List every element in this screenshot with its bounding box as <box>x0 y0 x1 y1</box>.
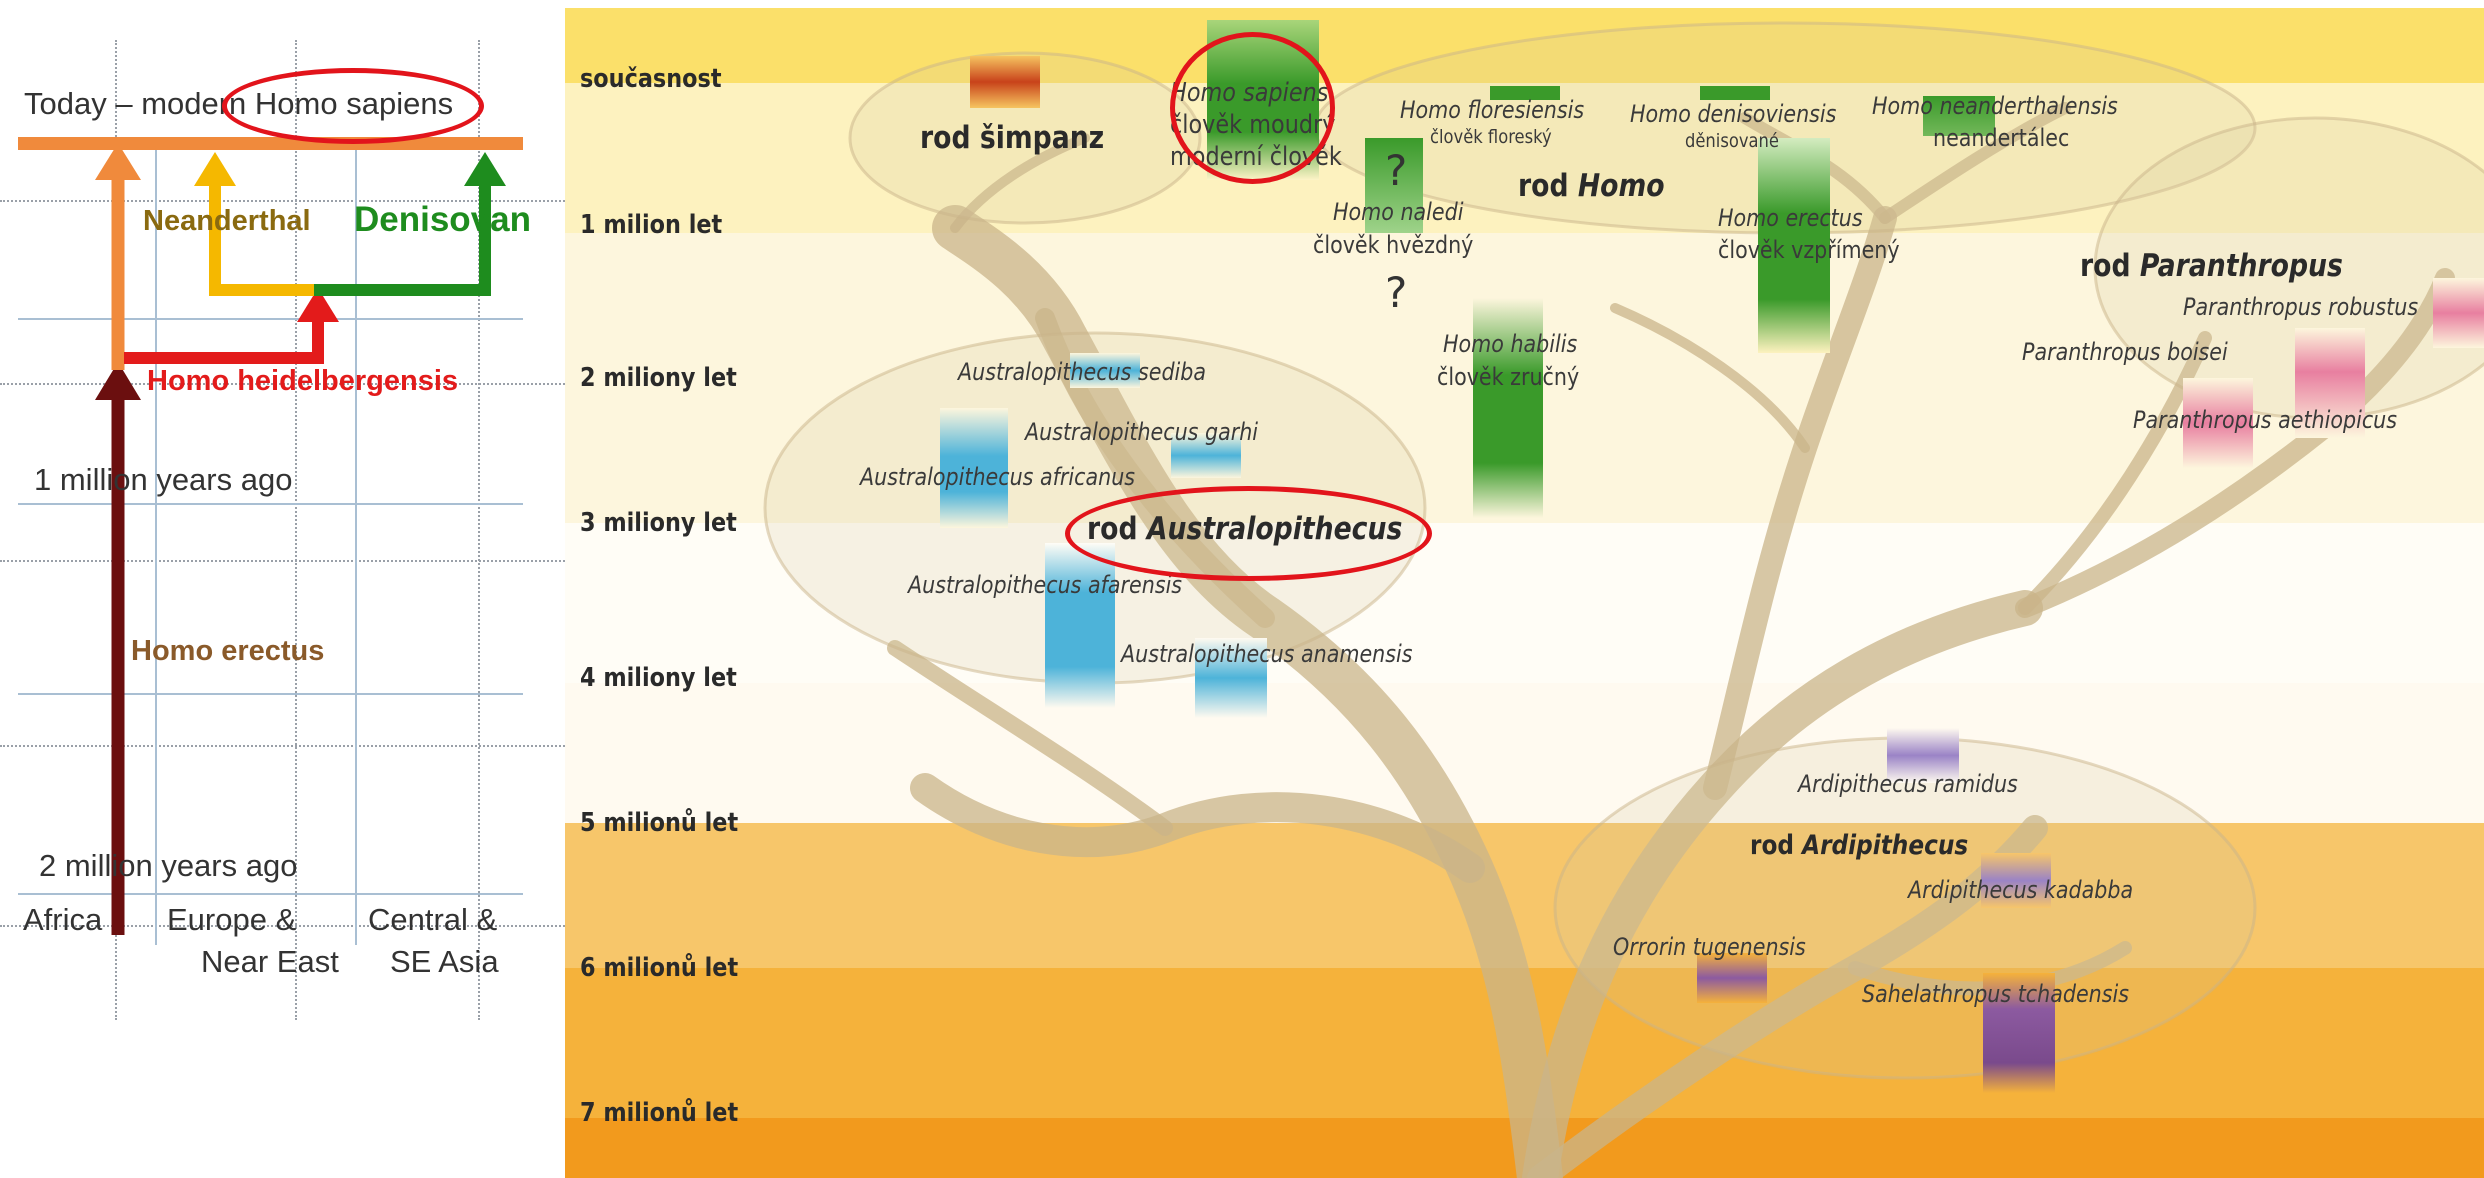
genus-ardipithecus-name: Ardipithecus <box>1802 830 1968 861</box>
sahelanthropus-label: Sahelathropus tchadensis <box>1862 980 2129 1008</box>
two-million-label: 2 million years ago <box>39 848 297 884</box>
time-label-1my: 1 milion let <box>580 210 722 240</box>
neanderthal-arrowhead <box>194 152 236 186</box>
question-mark-1: ? <box>1385 146 1407 195</box>
a-garhi-label: Australopithecus garhi <box>1025 418 1258 446</box>
a-afarensis-label: Australopithecus afarensis <box>908 571 1182 599</box>
habilis-label: Homo habilis <box>1443 330 1577 358</box>
region-europe-line1: Europe & <box>167 902 296 938</box>
heidelbergensis-label: Homo heidelbergensis <box>147 365 458 398</box>
genus-ardipithecus-prefix: rod <box>1750 830 1802 861</box>
question-mark-2: ? <box>1385 268 1407 317</box>
time-label-6my: 6 milionů let <box>580 953 738 983</box>
denisoviensis-cz-label: děnisované <box>1685 130 1779 152</box>
floresiensis-label: Homo floresiensis <box>1400 96 1584 124</box>
genus-homo: rod Homo <box>1518 168 1665 204</box>
a-africanus-label: Australopithecus africanus <box>860 463 1135 491</box>
region-europe-line2: Near East <box>201 944 339 980</box>
time-label-2my: 2 miliony let <box>580 363 737 393</box>
time-label-present: současnost <box>580 64 722 94</box>
genus-homo-prefix: rod <box>1518 168 1578 204</box>
a-anamensis-label: Australopithecus anamensis <box>1121 640 1412 668</box>
today-bar <box>18 137 523 150</box>
ar-kadabba-label: Ardipithecus kadabba <box>1908 876 2133 904</box>
highlight-oval-australopithecus <box>1065 486 1432 581</box>
floresiensis-cz-label: člověk floreský <box>1430 126 1552 148</box>
ar-ramidus-label: Ardipithecus ramidus <box>1798 770 2018 798</box>
left-diagram-panel: Today – modern Homo sapiens Neanderthal … <box>0 0 565 1178</box>
denisoviensis-bar <box>1700 86 1770 100</box>
denisovan-label: Denisovan <box>354 200 531 240</box>
time-label-4my: 4 miliony let <box>580 663 737 693</box>
chimp-bar <box>970 56 1040 108</box>
neanderthalensis-label: Homo neanderthalensis <box>1872 92 2118 120</box>
heidelbergensis-arrow <box>124 318 318 358</box>
genus-paranthropus-prefix: rod <box>2080 248 2140 284</box>
habilis-cz-label: člověk zručný <box>1437 363 1579 391</box>
neanderthalensis-cz-label: neandertálec <box>1933 124 2069 152</box>
genus-paranthropus-name: Paranthropus <box>2140 248 2343 284</box>
orrorin-label: Orrorin tugenensis <box>1613 933 1806 961</box>
one-million-label: 1 million years ago <box>34 462 292 498</box>
denisovan-arrowhead <box>464 152 506 186</box>
naledi-cz-label: člověk hvězdný <box>1313 231 1473 259</box>
erectus-label: Homo erectus <box>1718 204 1863 232</box>
lineage-arrows <box>0 0 565 1178</box>
a-afarensis-bar <box>1045 543 1115 708</box>
p-boisei-label: Paranthropus boisei <box>2022 338 2228 366</box>
time-label-7my: 7 milionů let <box>580 1098 738 1128</box>
naledi-label: Homo naledi <box>1333 198 1463 226</box>
highlight-oval-homo-sapiens <box>1170 32 1335 184</box>
genus-paranthropus: rod Paranthropus <box>2080 248 2343 284</box>
region-asia-line1: Central & <box>368 902 497 938</box>
genus-homo-name: Homo <box>1578 168 1665 204</box>
erectus-cz-label: člověk vzpřímený <box>1718 236 1900 264</box>
time-label-3my: 3 miliony let <box>580 508 737 538</box>
genus-chimp: rod šimpanz <box>920 120 1104 156</box>
p-robustus-bar <box>2433 278 2484 348</box>
p-aethiopicus-label: Paranthropus aethiopicus <box>2133 406 2397 434</box>
highlight-oval-sapiens <box>222 68 484 144</box>
hominin-timeline-panel: současnost 1 milion let 2 miliony let 3 … <box>565 8 2484 1178</box>
genus-ardipithecus: rod Ardipithecus <box>1750 830 1968 861</box>
region-africa: Africa <box>23 902 102 938</box>
erectus-label: Homo erectus <box>131 635 324 668</box>
a-sediba-label: Australopithecus sediba <box>958 358 1206 386</box>
region-asia-line2: SE Asia <box>390 944 499 980</box>
p-robustus-label: Paranthropus robustus <box>2183 293 2418 321</box>
denisoviensis-label: Homo denisoviensis <box>1630 100 1836 128</box>
neanderthal-label: Neanderthal <box>143 205 311 238</box>
time-label-5my: 5 milionů let <box>580 808 738 838</box>
